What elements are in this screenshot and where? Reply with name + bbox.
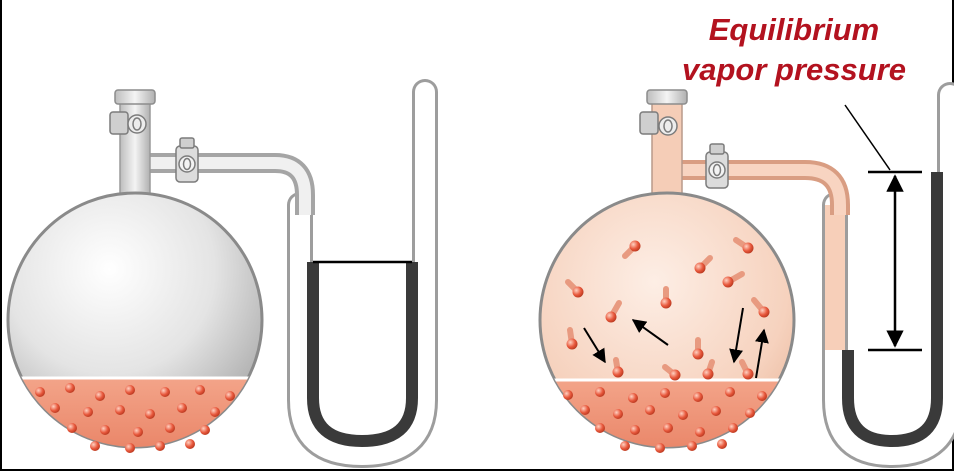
stopcock-icon xyxy=(110,112,146,134)
liquid-molecule xyxy=(65,383,75,393)
liquid-molecule xyxy=(745,408,755,418)
pressure-difference-bracket xyxy=(868,172,922,350)
liquid-molecule xyxy=(115,405,125,415)
liquid-molecule xyxy=(155,441,165,451)
liquid-molecule xyxy=(693,392,703,402)
liquid-molecule xyxy=(620,441,630,451)
liquid-molecule xyxy=(160,387,170,397)
annotation-line-2: vapor pressure xyxy=(666,52,922,88)
liquid-molecule xyxy=(757,391,767,401)
liquid-molecule xyxy=(133,427,143,437)
liquid-molecule xyxy=(185,439,195,449)
liquid-molecule xyxy=(50,403,60,413)
liquid-molecule xyxy=(95,391,105,401)
liquid-molecule xyxy=(67,423,77,433)
liquid-molecule xyxy=(630,425,640,435)
liquid-molecule xyxy=(145,409,155,419)
stopcock-icon xyxy=(176,138,198,182)
annotation-line-1: Equilibrium xyxy=(666,12,922,48)
liquid-molecule xyxy=(695,427,705,437)
liquid-molecule xyxy=(655,443,665,453)
liquid-molecule xyxy=(125,385,135,395)
liquid-molecule xyxy=(563,390,573,400)
liquid-molecule xyxy=(580,405,590,415)
left-apparatus xyxy=(0,90,425,471)
liquid-molecule xyxy=(678,410,688,420)
liquid-molecule xyxy=(177,403,187,413)
mercury-column-left xyxy=(313,262,412,441)
annotation-leader-line xyxy=(845,105,890,170)
liquid-molecule xyxy=(628,393,638,403)
liquid-molecule xyxy=(663,423,673,433)
annotation-label: Equilibrium vapor pressure xyxy=(666,12,922,88)
liquid-molecule xyxy=(595,423,605,433)
liquid-molecule xyxy=(717,439,727,449)
liquid-molecule xyxy=(687,441,697,451)
liquid-right xyxy=(530,380,830,471)
liquid-molecule xyxy=(195,385,205,395)
liquid-molecule xyxy=(711,406,721,416)
liquid-molecule xyxy=(613,409,623,419)
liquid-molecule xyxy=(83,407,93,417)
liquid-molecule xyxy=(200,425,210,435)
liquid-molecule xyxy=(125,443,135,453)
liquid-molecule xyxy=(35,387,45,397)
liquid-molecule xyxy=(225,391,235,401)
stopcock-icon xyxy=(706,144,728,188)
right-apparatus xyxy=(530,90,950,471)
liquid-molecule xyxy=(595,387,605,397)
liquid-molecule xyxy=(210,407,220,417)
liquid-molecule xyxy=(725,387,735,397)
liquid-left xyxy=(0,378,300,471)
liquid-molecule xyxy=(90,441,100,451)
mercury-column-right xyxy=(848,172,937,441)
liquid-molecule xyxy=(165,423,175,433)
liquid-molecule xyxy=(728,423,738,433)
liquid-molecule xyxy=(660,388,670,398)
liquid-molecule xyxy=(645,405,655,415)
liquid-molecule xyxy=(100,425,110,435)
